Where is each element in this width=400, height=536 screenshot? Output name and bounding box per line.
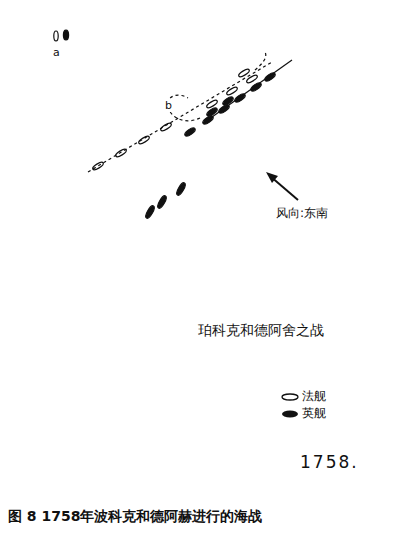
legend-text: 法舰 [302, 389, 326, 403]
french-ship [226, 86, 239, 96]
english-ship-sample [282, 411, 298, 418]
french-ship [138, 135, 151, 145]
english-ship [175, 182, 187, 197]
english-ship [206, 106, 219, 117]
ship-label: b [164, 99, 173, 112]
french-ship [160, 122, 173, 132]
ship-group [54, 30, 277, 219]
figure-caption: 图 8 1758年波科克和德阿赫进行的海战 [8, 508, 262, 525]
battle-title: 珀科克和德阿舍之战 [198, 322, 324, 339]
year-label: 1758. [300, 452, 359, 472]
french-ship-sample [282, 394, 298, 400]
english-ship [144, 205, 156, 220]
french-ship [92, 161, 105, 171]
english-ship [156, 195, 168, 210]
ship-label: a [53, 46, 60, 59]
french-track [88, 62, 272, 172]
english-ship [63, 30, 68, 40]
french-ship [54, 31, 58, 41]
legend-text: 英舰 [302, 406, 326, 420]
wind-arrowhead [266, 172, 278, 183]
english-track [205, 60, 292, 122]
turn-track [255, 52, 266, 70]
wind-label: 风向:东南 [276, 206, 328, 220]
french-ship [246, 74, 259, 84]
english-ship [184, 126, 197, 137]
